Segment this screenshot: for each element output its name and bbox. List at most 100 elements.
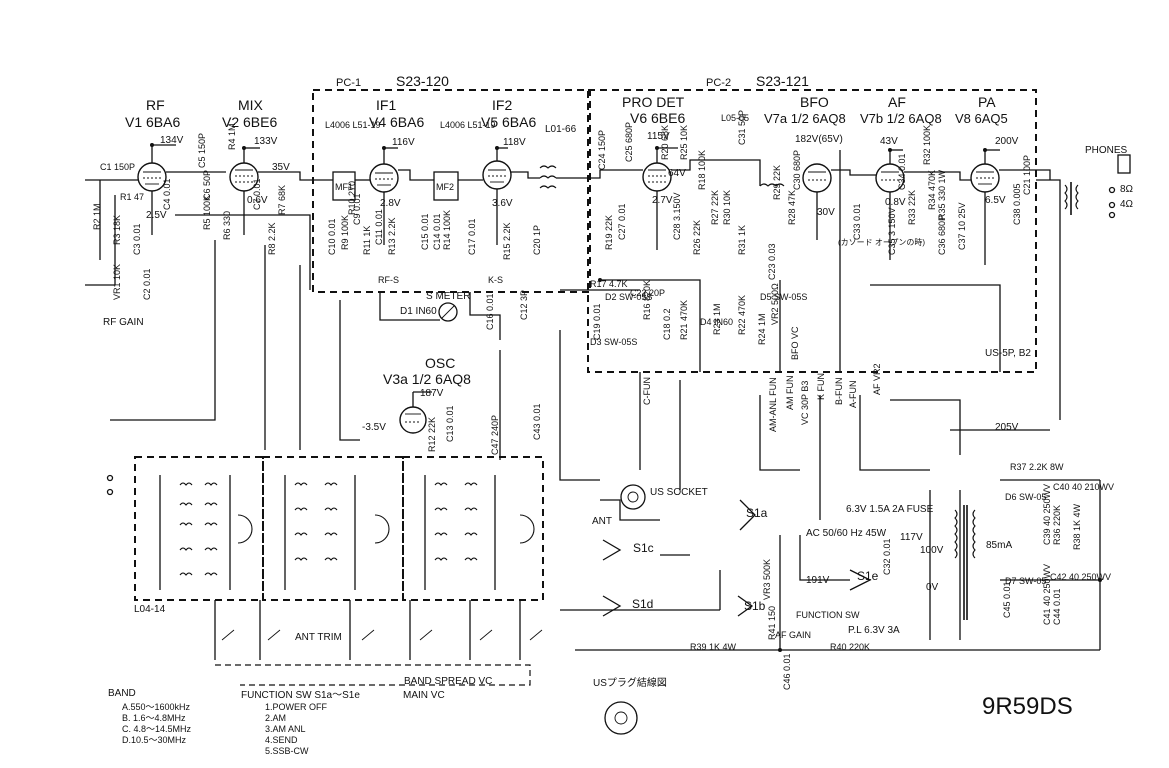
stage-mix-tube: V2 6BE6 (222, 114, 277, 130)
d3-label: D3 SW-05S (590, 337, 637, 347)
function-legend-3: 3.AM ANL (265, 724, 306, 734)
component-label: R19 22K (604, 215, 614, 250)
bfun-label: B-FUN (834, 378, 844, 406)
component-label: C30 680P (792, 150, 802, 190)
v-43: 43V (880, 136, 898, 147)
d5-label: D5 SW-05S (760, 292, 807, 302)
component-label: C41 40 250WV (1042, 564, 1052, 625)
mf1-label: MF1 (335, 182, 353, 192)
component-label: R20 68K (660, 125, 670, 160)
component-label: R32 100K (922, 125, 932, 165)
switch-symbols (602, 499, 872, 617)
component-label: R22 470K (737, 295, 747, 335)
out-4ohm-label: 4Ω (1120, 199, 1134, 210)
component-label: R26 22K (692, 220, 702, 255)
component-label: C11 0.01 (374, 209, 384, 245)
tube-v3a (399, 406, 427, 434)
component-label: R14 100K (442, 210, 452, 250)
v-115: 115V (647, 131, 670, 142)
function-legend-title: FUNCTION SW S1a～S1e (241, 690, 360, 701)
v-182: 182V(65V) (795, 134, 843, 145)
v-116: 116V (392, 137, 415, 148)
tuning-capacitors (221, 629, 543, 641)
component-label: R39 1K 4W (690, 642, 737, 652)
gang-link (215, 664, 531, 686)
component-label: R24 1M (757, 313, 767, 345)
component-label: R36 220K (1052, 505, 1062, 545)
component-label: R17 4.7K (590, 279, 628, 289)
component-label: C42 40 250WV (1050, 572, 1111, 582)
component-label: R16 820K (642, 280, 652, 320)
component-label: R27 22K (710, 190, 720, 225)
component-label: C35 3 150V (887, 207, 897, 255)
band-legend-a: A.550～1600kHz (122, 702, 191, 712)
stage-mix-name: MIX (238, 97, 264, 113)
component-label: C14 0.01 (432, 213, 442, 250)
us-plug-icon (604, 701, 638, 735)
v-2-8: 2.8V (380, 198, 401, 209)
switch-s1d-label: S1d (632, 597, 653, 611)
v-191: 191V (806, 575, 830, 586)
d6-label: D6 SW-05 (1005, 492, 1046, 502)
component-label: C27 0.01 (617, 203, 627, 240)
component-label: C22 20P (630, 288, 665, 298)
v-64: 64V (668, 168, 686, 179)
component-label: R31 1K (737, 225, 747, 255)
stage-if1-tube: V4 6BA6 (369, 114, 424, 130)
component-label: C2 0.01 (142, 268, 152, 300)
band-coils (179, 482, 535, 576)
switch-s1a-label: S1a (746, 506, 768, 520)
stage-rf-name: RF (146, 97, 165, 113)
component-label: R25 10K (679, 125, 689, 160)
stage-bfo-name: BFO (800, 94, 829, 110)
fuse-label: 6.3V 1.5A 2A FUSE (846, 504, 934, 515)
component-label: C45 0.01 (1002, 581, 1012, 618)
stage-pa-tube: V8 6AQ5 (955, 111, 1008, 126)
band-legend-c: C. 4.8～14.5MHz (122, 724, 192, 734)
component-label: C10 0.01 (327, 218, 337, 255)
main-wiring (85, 144, 1101, 651)
out-8ohm-terminal (1108, 186, 1116, 194)
component-label: C17 0.01 (467, 218, 477, 255)
component-label: C18 0.2 (662, 308, 672, 340)
v-2-5: 2.5V (146, 210, 167, 221)
component-label: C43 0.01 (532, 403, 542, 440)
component-label: R7 68K (277, 185, 287, 215)
band-coil-box-osc (402, 456, 544, 601)
output-transformer (1064, 182, 1079, 215)
us-plug-note: USプラグ結線図 (593, 676, 667, 689)
band-coil-box-mix (262, 456, 404, 601)
component-label: C47 240P (490, 415, 500, 455)
component-label: C7 0.01 (252, 178, 262, 210)
component-label: R18 100K (697, 150, 707, 190)
v-187: 187V (420, 388, 444, 399)
v-100: 100V (920, 545, 944, 556)
s-meter-label: S METER (426, 291, 470, 302)
component-label: C21 100P (1022, 155, 1032, 195)
component-label: C5 150P (197, 133, 207, 168)
component-label: R4 1M (227, 123, 237, 150)
component-label: C33 0.01 (852, 203, 862, 240)
out-gnd-terminal (1108, 211, 1116, 219)
component-label: C16 0.01 (485, 293, 495, 330)
v-0-6: 0.6V (247, 195, 268, 206)
stage-af-tube: V7b 1/2 6AQ8 (860, 111, 942, 126)
component-label: R2 1M (92, 203, 102, 230)
if-transformer-mf2 (433, 171, 459, 201)
tube-v4 (369, 163, 399, 193)
component-label: R9 100K (340, 215, 350, 250)
l01-label: L01-66 (545, 124, 577, 135)
d7-label: D7 SW-05 (1005, 576, 1046, 586)
switch-s1b-label: S1b (744, 599, 766, 613)
component-label: R5 100K (202, 195, 212, 230)
component-label: C40 40 210WV (1053, 482, 1114, 492)
pc1-label: PC-1 (336, 77, 361, 89)
if-transformer-mf1 (332, 171, 356, 201)
component-label: VR1 10K (112, 264, 122, 300)
tube-v8 (970, 163, 1000, 193)
power-transformer (954, 505, 976, 620)
v-205: 205V (995, 422, 1019, 433)
component-label: C25 680P (624, 122, 634, 162)
bfo-vc-label: BFO VC (790, 326, 800, 360)
